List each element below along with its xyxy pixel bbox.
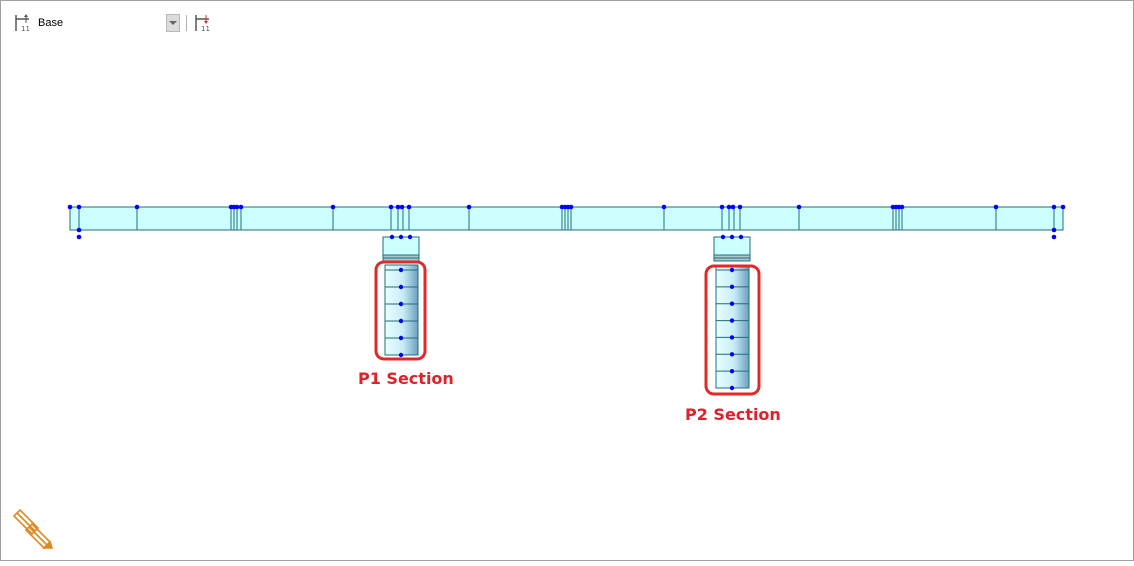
deck-node [737,204,743,210]
deck-node [796,204,802,210]
p1-column-node [398,284,404,290]
p2-section-highlight [704,264,761,396]
pencil-edit-icon[interactable] [10,506,54,550]
deck-support-node [76,234,82,240]
chevron-down-icon[interactable] [166,14,180,32]
p1-column-node [398,335,404,341]
deck-node [661,204,667,210]
p2-column-node [729,267,735,273]
piers [382,236,751,389]
story-level-down-icon[interactable]: 11 [192,12,214,34]
toolbar-divider [186,15,187,31]
svg-text:11: 11 [21,25,30,33]
nodes [67,204,1066,391]
deck-node [238,204,244,210]
p1-section-highlight [374,260,427,361]
deck-node [899,204,905,210]
p1-cap-node [398,234,404,240]
p2-column-node [729,284,735,290]
deck-node [406,204,412,210]
p1-column-node [398,301,404,307]
deck-node [719,204,725,210]
deck-girder [69,206,1064,231]
p2-cap-node [729,234,735,240]
p2-column-node [729,318,735,323]
p2-column-node [729,352,735,357]
deck-node [67,204,73,210]
deck-node [330,204,336,210]
p2-cap-node [720,234,726,240]
deck-node [1051,204,1057,210]
p1-column-node [398,318,404,324]
p1-cap-node [389,234,395,240]
p2-cap-node [738,234,744,240]
p2-section-label: P2 Section [685,405,781,424]
p1-column-node [398,267,404,273]
deck-node [730,204,736,210]
deck-node [395,204,401,210]
deck [69,206,1064,231]
deck-node [993,204,999,210]
deck-node [76,204,82,210]
p1-section-label: P1 Section [358,369,454,388]
story-toolbar: 11 Base 11 [12,12,214,34]
p2-column-node [729,335,735,340]
deck-node [568,204,574,210]
deck-node [1051,227,1057,233]
deck-node [76,227,82,233]
deck-node [1060,204,1066,210]
deck-node [466,204,472,210]
p1-column [384,264,419,356]
p1-column-node [398,352,404,358]
section-highlights [374,260,761,396]
p1-cap-node [407,234,413,240]
deck-support-node [1051,234,1057,240]
deck-node [399,204,405,210]
story-level-icon[interactable]: 11 [12,12,34,34]
p2-column-node [729,301,735,306]
p2-column-node [729,368,735,374]
deck-node [234,204,240,210]
deck-node [726,204,732,210]
svg-text:11: 11 [201,25,210,33]
p2-column-node [729,385,735,391]
deck-node [134,204,140,210]
deck-node [388,204,394,210]
story-dropdown[interactable]: Base [38,14,180,32]
story-dropdown-value: Base [38,17,64,29]
